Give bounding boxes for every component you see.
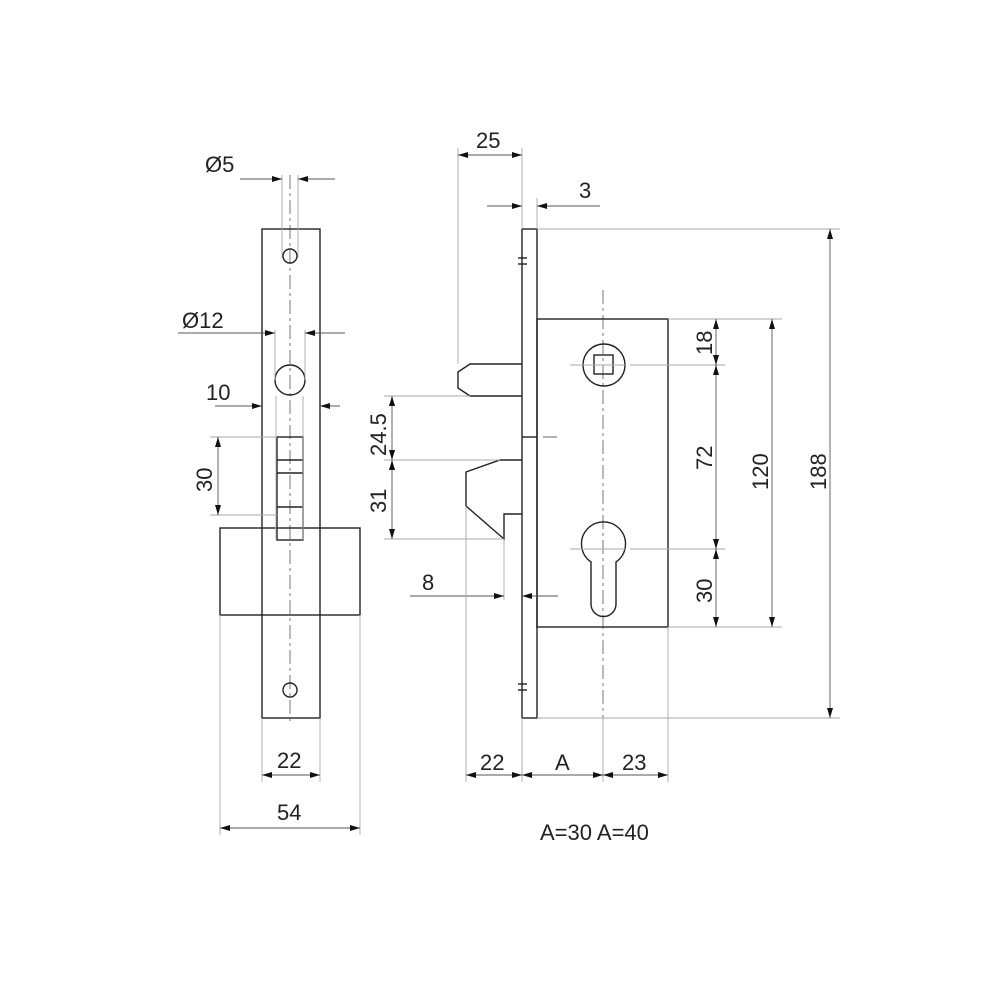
dim-body-width: 54 (277, 800, 301, 825)
lock-case (536, 318, 669, 628)
backset-options: A=30 A=40 (540, 820, 649, 845)
front-view: 25 3 24.5 31 8 18 72 3 (366, 128, 840, 845)
dim-hole-small: Ø5 (205, 152, 234, 177)
dim-faceplate-height: 188 (806, 453, 831, 490)
spindle-square (593, 354, 614, 375)
dim-width-10: 10 (206, 380, 230, 405)
dim-backset: A (555, 750, 570, 775)
dim-faceplate-width: 22 (277, 748, 301, 773)
dim-latch-height: 30 (192, 468, 217, 492)
hook-bolt (465, 459, 522, 541)
side-view: Ø5 Ø12 10 30 22 54 (178, 152, 361, 835)
dim-faceplate-thickness: 3 (579, 178, 591, 203)
screw-hole-bottom (282, 682, 298, 698)
dim-hook-offset: 8 (422, 570, 434, 595)
side-faceplate (261, 228, 321, 719)
dim-hook-height: 31 (366, 489, 391, 513)
dim-cylinder-to-bottom: 30 (692, 579, 717, 603)
dim-spindle-from-top: 18 (692, 331, 717, 355)
dim-latch-projection: 25 (476, 128, 500, 153)
dim-case-height: 120 (748, 453, 773, 490)
screw-hole-top (282, 248, 298, 264)
side-lock-body (219, 527, 361, 616)
front-faceplate (521, 228, 538, 719)
cylinder-cutout (580, 521, 627, 618)
dim-hook-projection: 22 (480, 750, 504, 775)
dim-spindle-to-cylinder: 72 (692, 446, 717, 470)
dim-latch-hook-gap: 24.5 (366, 413, 391, 456)
dim-cylinder-to-back: 23 (622, 750, 646, 775)
latch-bolt (457, 363, 522, 397)
dim-hole-large: Ø12 (182, 308, 224, 333)
